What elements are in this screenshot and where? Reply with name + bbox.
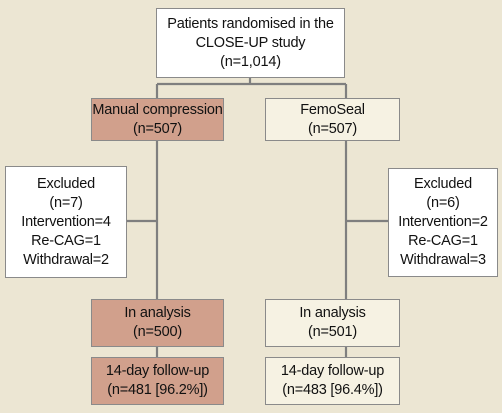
manual-allocation-count: (n=507) bbox=[133, 120, 182, 137]
manual-analysis-label: In analysis bbox=[124, 305, 191, 321]
femoseal-allocation-box: FemoSeal (n=507) bbox=[265, 98, 400, 141]
femoseal-analysis-label: In analysis bbox=[299, 305, 366, 321]
manual-allocation-label: Manual compression bbox=[92, 101, 223, 118]
manual-followup-count: (n=481 [96.2%]) bbox=[107, 382, 208, 398]
randomised-line2: CLOSE-UP study bbox=[195, 34, 306, 51]
randomised-box: Patients randomised in the CLOSE-UP stud… bbox=[156, 8, 345, 78]
manual-followup-label: 14-day follow-up bbox=[105, 363, 210, 379]
femoseal-analysis-box: In analysis (n=501) bbox=[265, 299, 400, 347]
femoseal-followup-label: 14-day follow-up bbox=[280, 363, 385, 379]
femoseal-excluded-withdrawal: Withdrawal=3 bbox=[400, 252, 486, 268]
manual-excluded-recag: Re-CAG=1 bbox=[31, 232, 101, 249]
femoseal-excluded-box: Excluded (n=6) Intervention=2 Re-CAG=1 W… bbox=[388, 168, 498, 277]
femoseal-followup-box: 14-day follow-up (n=483 [96.4%]) bbox=[265, 357, 400, 405]
femoseal-excluded-title: Excluded bbox=[413, 176, 473, 192]
manual-excluded-title: Excluded bbox=[36, 175, 96, 192]
manual-excluded-count: (n=7) bbox=[49, 194, 83, 211]
manual-excluded-withdrawal: Withdrawal=2 bbox=[23, 251, 109, 268]
randomised-line3: (n=1,014) bbox=[220, 53, 281, 70]
randomised-line1: Patients randomised in the bbox=[167, 15, 334, 32]
manual-analysis-box: In analysis (n=500) bbox=[91, 299, 224, 347]
femoseal-excluded-recag: Re-CAG=1 bbox=[408, 233, 478, 249]
femoseal-excluded-count: (n=6) bbox=[426, 195, 460, 211]
manual-analysis-count: (n=500) bbox=[133, 324, 182, 340]
femoseal-allocation-label: FemoSeal bbox=[300, 101, 365, 118]
femoseal-excluded-intervention: Intervention=2 bbox=[398, 214, 488, 230]
manual-excluded-box: Excluded (n=7) Intervention=4 Re-CAG=1 W… bbox=[5, 166, 127, 278]
manual-allocation-box: Manual compression (n=507) bbox=[91, 98, 224, 141]
femoseal-followup-count: (n=483 [96.4%]) bbox=[282, 382, 383, 398]
manual-followup-box: 14-day follow-up (n=481 [96.2%]) bbox=[91, 357, 224, 405]
femoseal-analysis-count: (n=501) bbox=[308, 324, 357, 340]
manual-excluded-intervention: Intervention=4 bbox=[21, 213, 111, 230]
femoseal-allocation-count: (n=507) bbox=[308, 120, 357, 137]
